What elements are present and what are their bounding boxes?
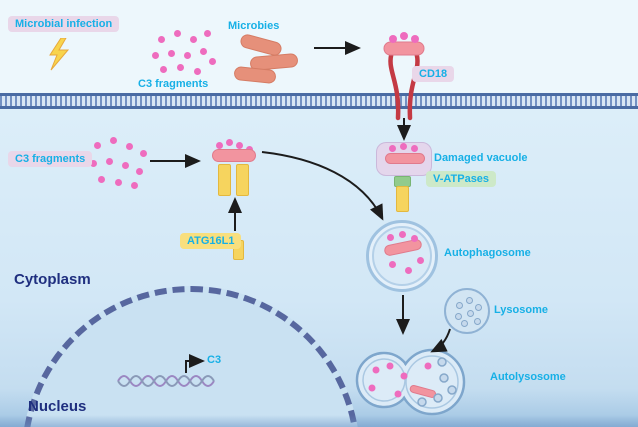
- label-damaged-vacuole: Damaged vacuole: [434, 152, 528, 164]
- bottom-shade-band: [0, 415, 638, 427]
- label-c3-fragments-top: C3 fragments: [138, 78, 209, 90]
- lysosome-icon: [444, 288, 490, 334]
- label-atg16l1: ATG16L1: [180, 233, 242, 250]
- lightning-icon: [49, 38, 70, 71]
- autolysosome-icon: [355, 348, 466, 416]
- label-microbial-infection: Microbial infection: [8, 16, 120, 33]
- label-cd18: CD18: [412, 66, 455, 83]
- autophagosome-icon: [366, 220, 438, 292]
- label-lysosome: Lysosome: [494, 304, 549, 316]
- label-cytoplasm: Cytoplasm: [14, 271, 91, 288]
- label-v-atpases: V-ATPases: [426, 171, 497, 188]
- label-autolysosome: Autolysosome: [490, 371, 566, 383]
- label-autophagosome: Autophagosome: [444, 247, 531, 259]
- label-c3-fragments-left: C3 fragments: [8, 151, 93, 168]
- plasma-membrane: [0, 93, 638, 109]
- damaged-vacuole-icon: [376, 142, 432, 176]
- dna-helix-icon: [117, 375, 215, 387]
- label-c3-gene: C3: [207, 354, 222, 366]
- label-microbies: Microbies: [228, 20, 280, 32]
- v-atpase-pump-icon: [396, 186, 409, 212]
- label-nucleus: Nucleus: [28, 398, 87, 415]
